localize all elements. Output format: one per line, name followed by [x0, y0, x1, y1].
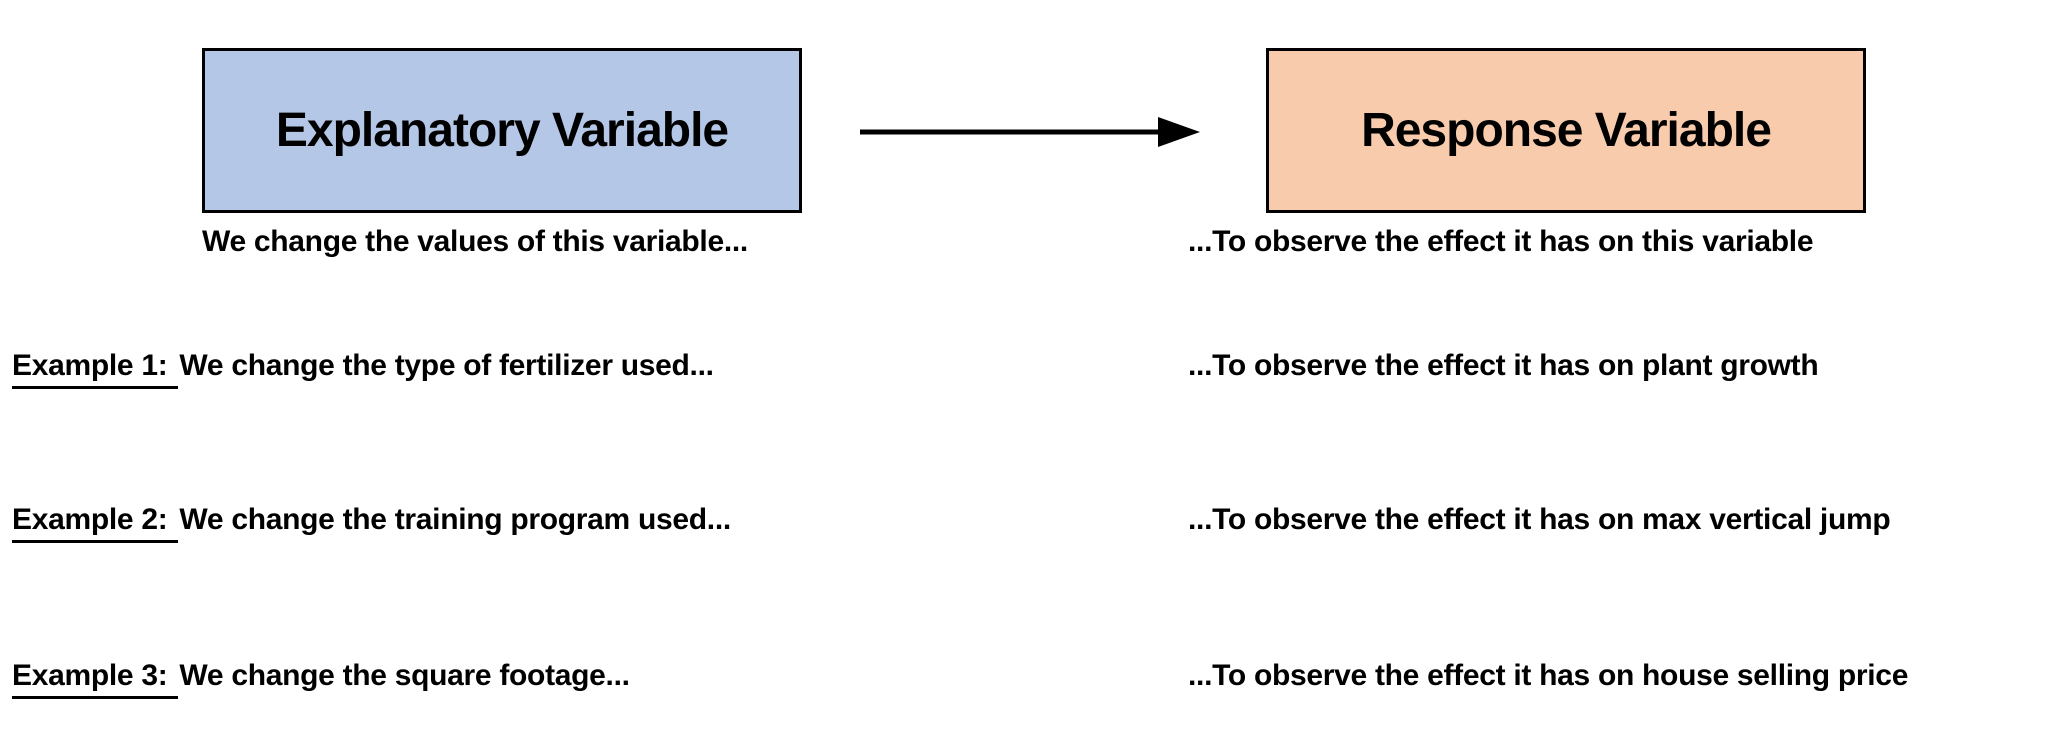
- response-variable-box: Response Variable: [1266, 48, 1866, 213]
- explanatory-variable-box: Explanatory Variable: [202, 48, 802, 213]
- explanatory-variable-label: Explanatory Variable: [275, 104, 729, 157]
- example-1-change: Example 1:We change the type of fertiliz…: [12, 348, 714, 389]
- example-1-observe: ...To observe the effect it has on plant…: [1188, 349, 1819, 382]
- example-2-change: Example 2:We change the training program…: [12, 502, 731, 543]
- example-2-change-text: We change the training program used...: [179, 503, 731, 536]
- response-caption: ...To observe the effect it has on this …: [1188, 225, 1814, 258]
- example-2-label: Example 2:: [12, 502, 179, 543]
- example-3-change: Example 3:We change the square footage..…: [12, 658, 630, 699]
- arrow-right-icon: [860, 117, 1200, 147]
- example-2-observe: ...To observe the effect it has on max v…: [1188, 503, 1891, 536]
- example-3-label: Example 3:: [12, 658, 179, 699]
- example-1-change-text: We change the type of fertilizer used...: [179, 349, 714, 382]
- example-3-observe: ...To observe the effect it has on house…: [1188, 659, 1909, 692]
- response-variable-label: Response Variable: [1361, 104, 1772, 157]
- explanatory-caption: We change the values of this variable...: [202, 225, 748, 258]
- example-3-change-text: We change the square footage...: [179, 659, 630, 692]
- example-1-label: Example 1:: [12, 348, 179, 389]
